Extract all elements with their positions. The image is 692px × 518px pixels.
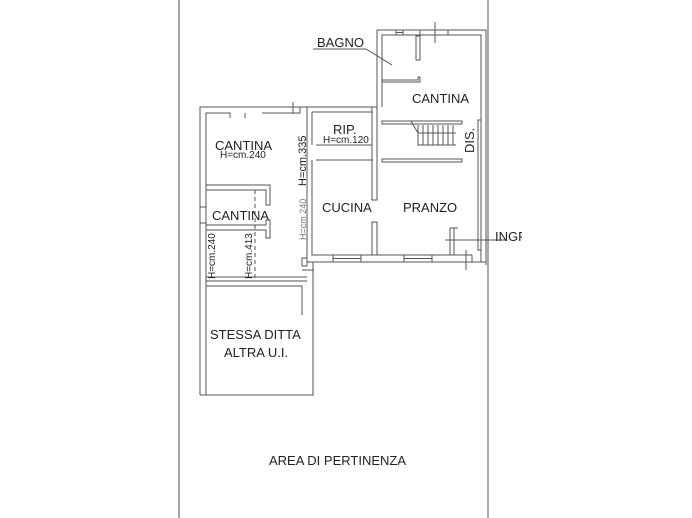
label-stessa-ditta: STESSA DITTA [210, 327, 301, 342]
room-label-pranzo: PRANZO [403, 200, 458, 215]
height-label-335: H=cm.335 [297, 135, 309, 186]
label-area-pertinenza: AREA DI PERTINENZA [269, 453, 407, 468]
room-label-cantina-small: CANTINA [212, 208, 270, 223]
block-bagno-cantina-walls [376, 22, 487, 265]
room-height-cantina-left: H=cm.240 [220, 150, 266, 161]
room-label-rip: RIP. [333, 122, 357, 137]
label-altra-ui: ALTRA U.I. [224, 345, 289, 360]
room-label-dis: DIS. [462, 127, 477, 153]
block-rip-cucina-pranzo-walls [301, 106, 505, 271]
corridor-wall [477, 119, 482, 251]
height-label-240-gray: H=cm 240 [298, 198, 308, 240]
room-label-cantina-top: CANTINA [412, 91, 470, 106]
room-label-cucina: CUCINA [322, 200, 372, 215]
height-label-240-small: H=cm.240 [207, 233, 218, 279]
room-label-ingresso: INGR [495, 230, 522, 243]
staircase [381, 120, 463, 163]
room-label-bagno: BAGNO [317, 35, 364, 50]
room-height-rip: H=cm.120 [323, 135, 369, 146]
height-label-413: H=cm.413 [244, 233, 255, 279]
block-cantine-walls [199, 102, 314, 396]
room-label-cantina-left: CANTINA [215, 138, 273, 153]
property-boundary [178, 0, 489, 518]
bagno-leader [313, 48, 393, 66]
